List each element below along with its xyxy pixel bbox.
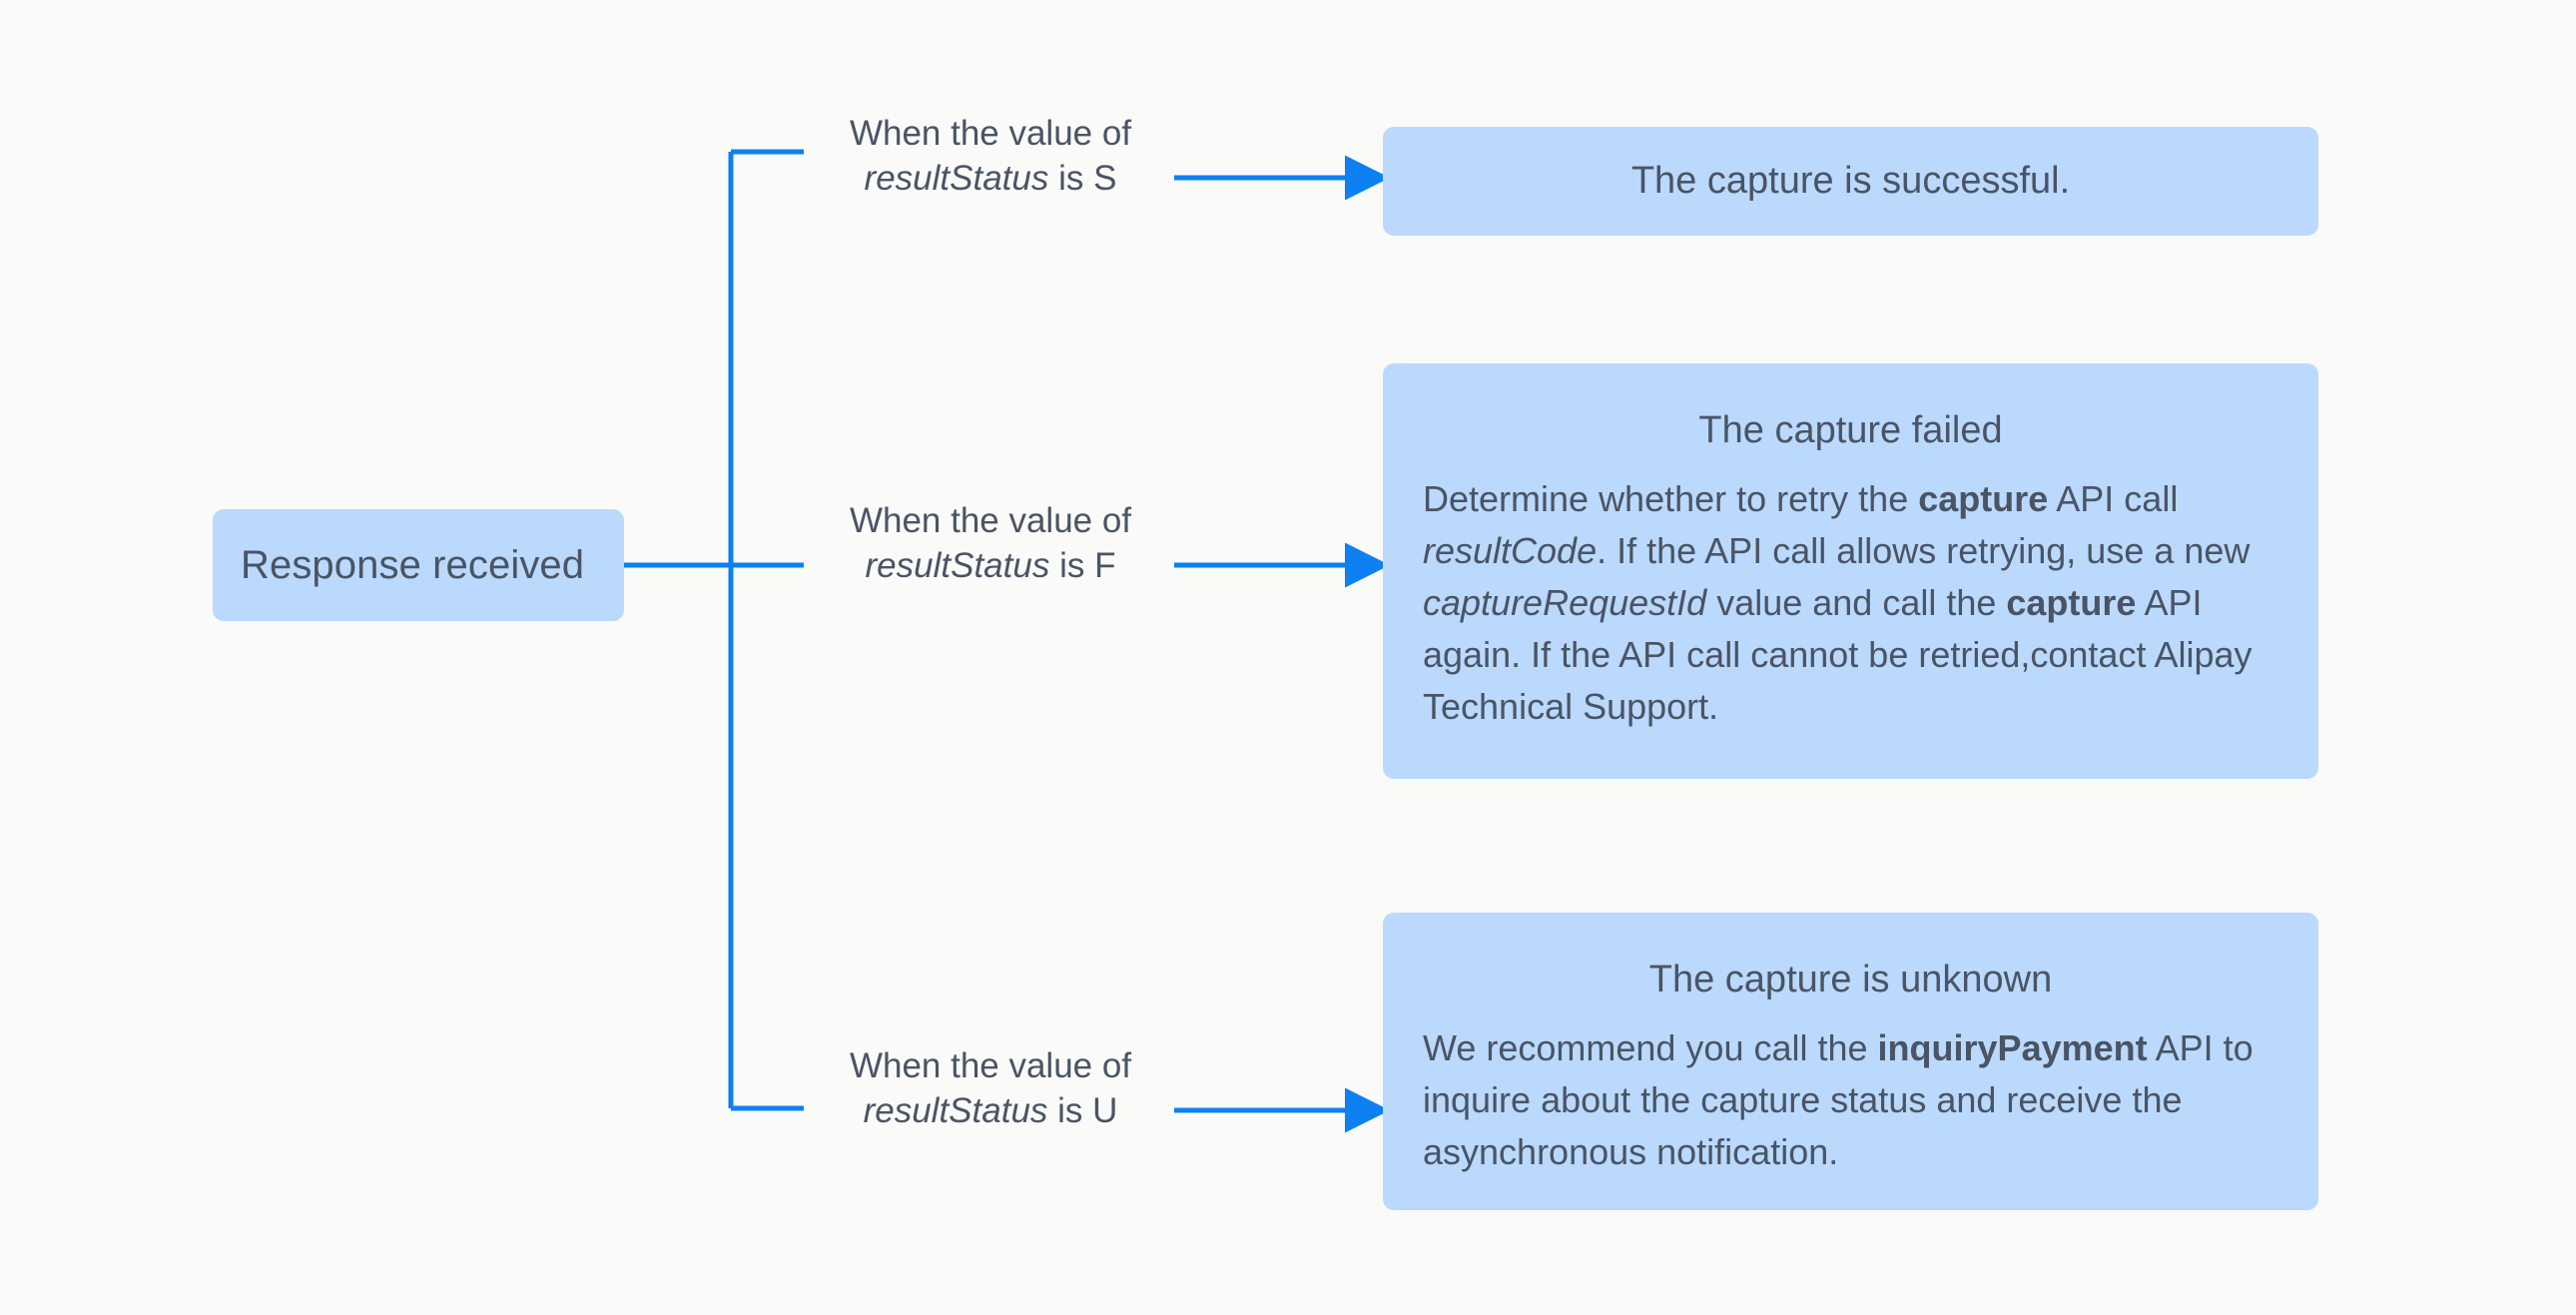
edge-label-s-line1: When the value of (849, 114, 1132, 153)
node-capture-failed[interactable]: The capture failed Determine whether to … (1383, 363, 2318, 779)
node-capture-successful-heading: The capture is successful. (1630, 159, 2071, 202)
edge-label-f-field: resultStatus (865, 545, 1050, 585)
node-capture-successful[interactable]: The capture is successful. (1383, 127, 2318, 236)
edge-label-result-status-f: When the value of resultStatus is F (791, 499, 1190, 589)
edge-label-f-line1: When the value of (849, 501, 1132, 540)
node-capture-unknown[interactable]: The capture is unknown We recommend you … (1383, 913, 2318, 1210)
edge-label-result-status-s: When the value of resultStatus is S (791, 112, 1190, 202)
node-capture-failed-heading: The capture failed (1698, 409, 2003, 451)
text-run-italic: resultCode (1423, 529, 1598, 571)
text-run-bold: capture (2006, 581, 2137, 623)
text-run-bold: capture (1918, 477, 2049, 519)
text-run-normal: API to inquire about the capture status … (1423, 1026, 2254, 1172)
text-run-normal: Determine whether to retry the (1423, 477, 1919, 519)
node-capture-unknown-heading: The capture is unknown (1648, 959, 2053, 1000)
node-response-received-label: Response received (241, 543, 585, 587)
text-run-normal: We recommend you call the (1423, 1026, 1878, 1068)
text-run-normal: API again. If the API call cannot be ret… (1423, 581, 2253, 728)
edge-label-f-line2: resultStatus is F (791, 544, 1190, 589)
text-run-normal: value and call the (1706, 581, 2007, 623)
edge-label-u-suffix: is U (1047, 1090, 1118, 1130)
node-response-received[interactable]: Response received (213, 509, 624, 621)
edge-label-s-field: resultStatus (864, 158, 1049, 198)
edge-label-u-field: resultStatus (863, 1090, 1048, 1130)
edge-label-result-status-u: When the value of resultStatus is U (791, 1044, 1190, 1134)
edge-label-s-line2: resultStatus is S (791, 157, 1190, 202)
text-run-bold: inquiryPayment (1877, 1026, 2148, 1068)
edge-label-f-suffix: is F (1049, 545, 1116, 585)
edge-label-s-suffix: is S (1048, 158, 1117, 198)
text-run-normal: . If the API call allows retrying, use a… (1597, 529, 2251, 571)
text-run-normal: API call (2048, 477, 2179, 519)
text-run-italic: captureRequestId (1423, 581, 1707, 623)
node-capture-failed-body: Determine whether to retry the capture A… (1423, 473, 2278, 734)
edge-label-u-line1: When the value of (849, 1046, 1132, 1085)
edge-label-u-line2: resultStatus is U (791, 1089, 1190, 1134)
node-capture-unknown-body: We recommend you call the inquiryPayment… (1423, 1022, 2278, 1179)
